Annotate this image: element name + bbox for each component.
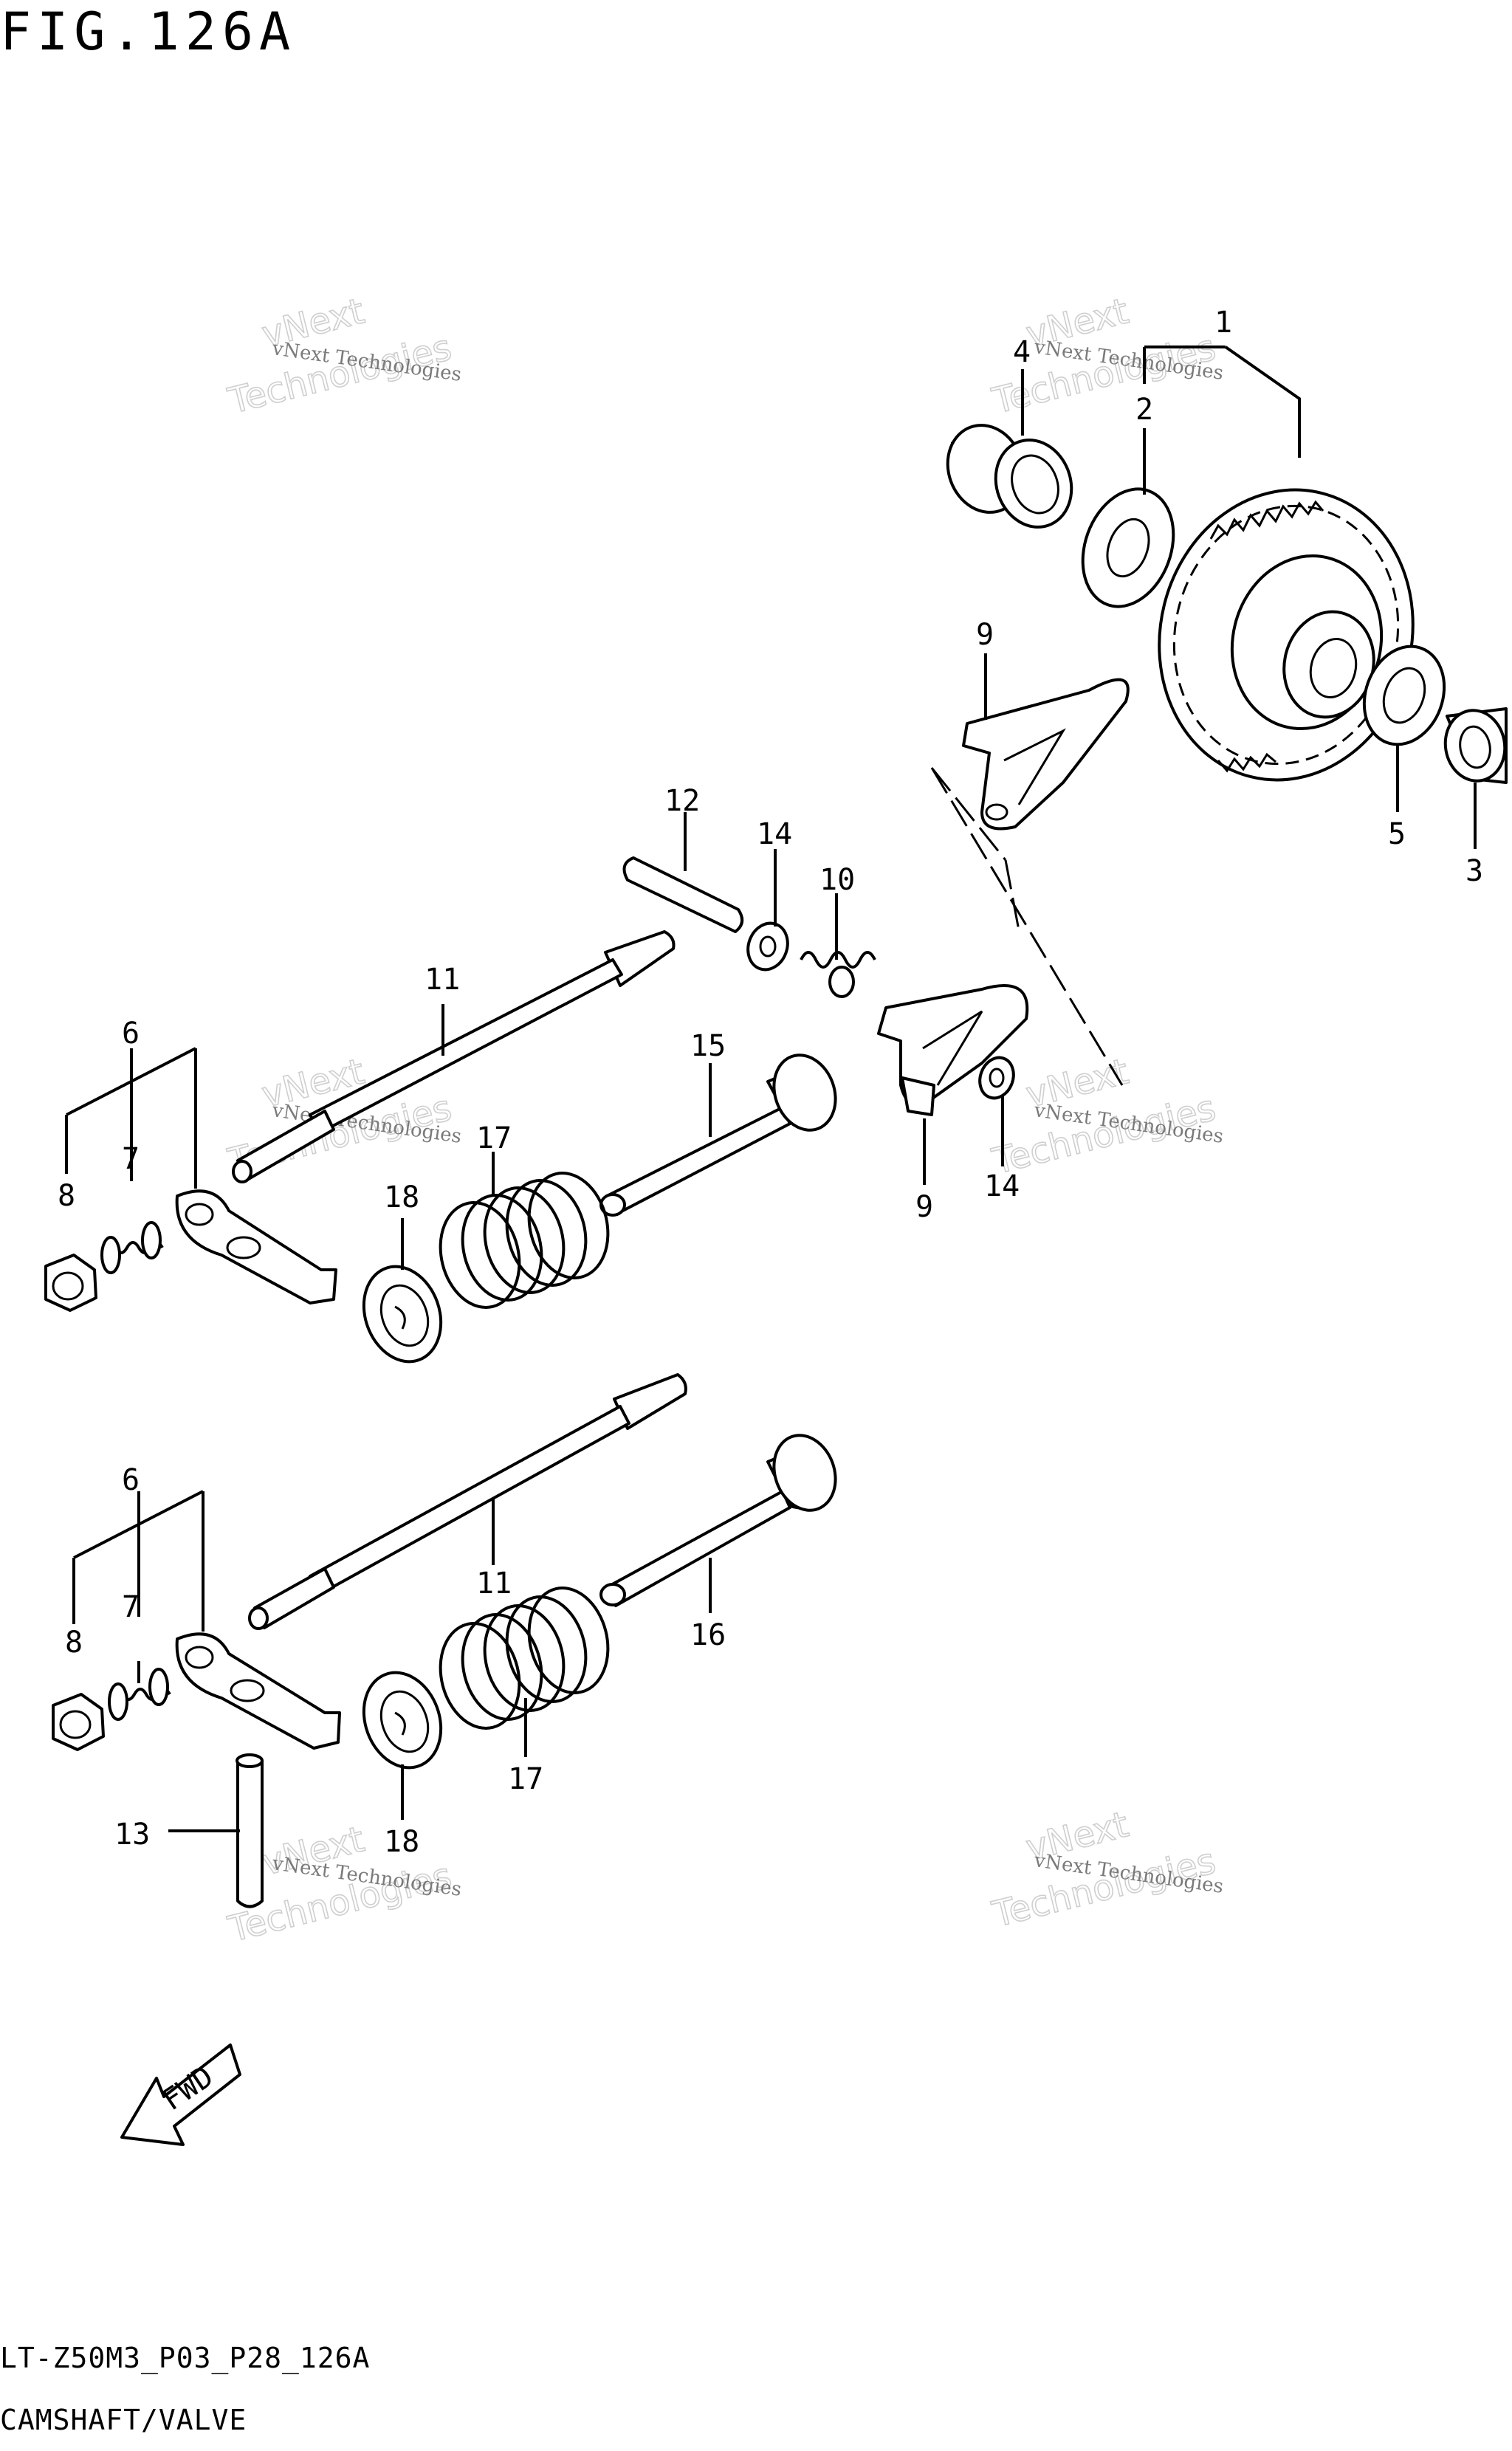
part-3-bushing — [1443, 707, 1508, 784]
callout-17-lower: 17 — [508, 1762, 543, 1796]
callout-1: 1 — [1214, 306, 1232, 340]
callout-6-lower: 6 — [122, 1463, 140, 1497]
part-18-lower-retainer — [362, 1671, 443, 1770]
part-13-rocker-shaft — [236, 1753, 264, 1908]
callout-2: 2 — [1135, 393, 1153, 427]
callout-13: 13 — [114, 1818, 150, 1852]
watermark-bottom-right: vNext Technologies vNext Technologies — [988, 1804, 1225, 1936]
part-11-upper-pushrod — [232, 930, 676, 1183]
part-18-upper-retainer — [362, 1265, 443, 1364]
part-15-intake-valve — [599, 1053, 837, 1217]
callout-7-upper: 7 — [122, 1142, 140, 1176]
diagram-caption: CAMSHAFT/VALVE — [0, 2404, 247, 2436]
diagram-code: LT-Z50M3_P03_P28_126A — [0, 2342, 371, 2374]
callout-14-lower: 14 — [984, 1169, 1020, 1203]
part-11-lower-pushrod — [248, 1373, 687, 1630]
part-1-camshaft-gear — [1158, 488, 1415, 782]
part-8-upper-nut — [44, 1254, 97, 1312]
forward-direction-arrow: FWD — [120, 2043, 241, 2146]
part-2-washer — [1081, 487, 1175, 608]
watermark-middle-right: vNext Technologies vNext Technologies — [988, 1051, 1225, 1183]
callout-15: 15 — [690, 1029, 726, 1063]
callout-11-lower: 11 — [476, 1567, 512, 1601]
assembly-guide-line — [930, 767, 1124, 1086]
leader-lines — [65, 346, 1477, 1832]
callout-numbers: 1 2 3 4 5 6 7 8 9 9 10 11 11 12 13 14 14… — [58, 306, 1483, 1859]
part-12-pin — [622, 856, 744, 933]
callout-12: 12 — [664, 784, 700, 818]
part-17-lower-valve-spring — [439, 1587, 610, 1730]
part-6-lower-rocker-arm — [175, 1632, 341, 1750]
part-6-upper-rocker-arm — [175, 1189, 337, 1304]
callout-11-upper: 11 — [425, 963, 460, 997]
callout-14-upper: 14 — [757, 817, 792, 851]
callout-9-lower: 9 — [915, 1190, 933, 1224]
part-9-lower-bracket — [877, 984, 1029, 1116]
callout-9-upper: 9 — [976, 618, 994, 652]
figure-title: FIG.126A — [0, 1, 297, 62]
part-17-upper-valve-spring — [439, 1172, 610, 1309]
callout-5: 5 — [1388, 817, 1406, 851]
callout-8-lower: 8 — [65, 1626, 83, 1660]
callout-8-upper: 8 — [58, 1179, 75, 1213]
callout-16: 16 — [690, 1618, 726, 1652]
callout-18-lower: 18 — [384, 1825, 419, 1859]
part-8-lower-nut — [52, 1693, 105, 1751]
callout-7-lower: 7 — [122, 1590, 140, 1624]
callout-4: 4 — [1013, 335, 1031, 369]
part-4-bushing — [946, 424, 1073, 529]
callout-18-upper: 18 — [384, 1180, 419, 1214]
part-9-upper-bracket — [962, 678, 1130, 831]
callout-10: 10 — [819, 863, 855, 897]
part-7-upper-adjust-screw — [100, 1221, 164, 1274]
callout-3: 3 — [1465, 854, 1483, 888]
callout-6-upper: 6 — [122, 1017, 140, 1051]
callout-17-upper: 17 — [476, 1121, 512, 1155]
part-16-exhaust-valve — [599, 1434, 837, 1607]
part-7-lower-adjust-screw — [108, 1668, 171, 1721]
part-5-washer — [1362, 644, 1446, 746]
part-14-upper-washer — [746, 921, 789, 972]
part-14-lower-washer — [978, 1056, 1015, 1100]
watermark-top-left: vNext Technologies vNext Technologies — [224, 290, 463, 423]
